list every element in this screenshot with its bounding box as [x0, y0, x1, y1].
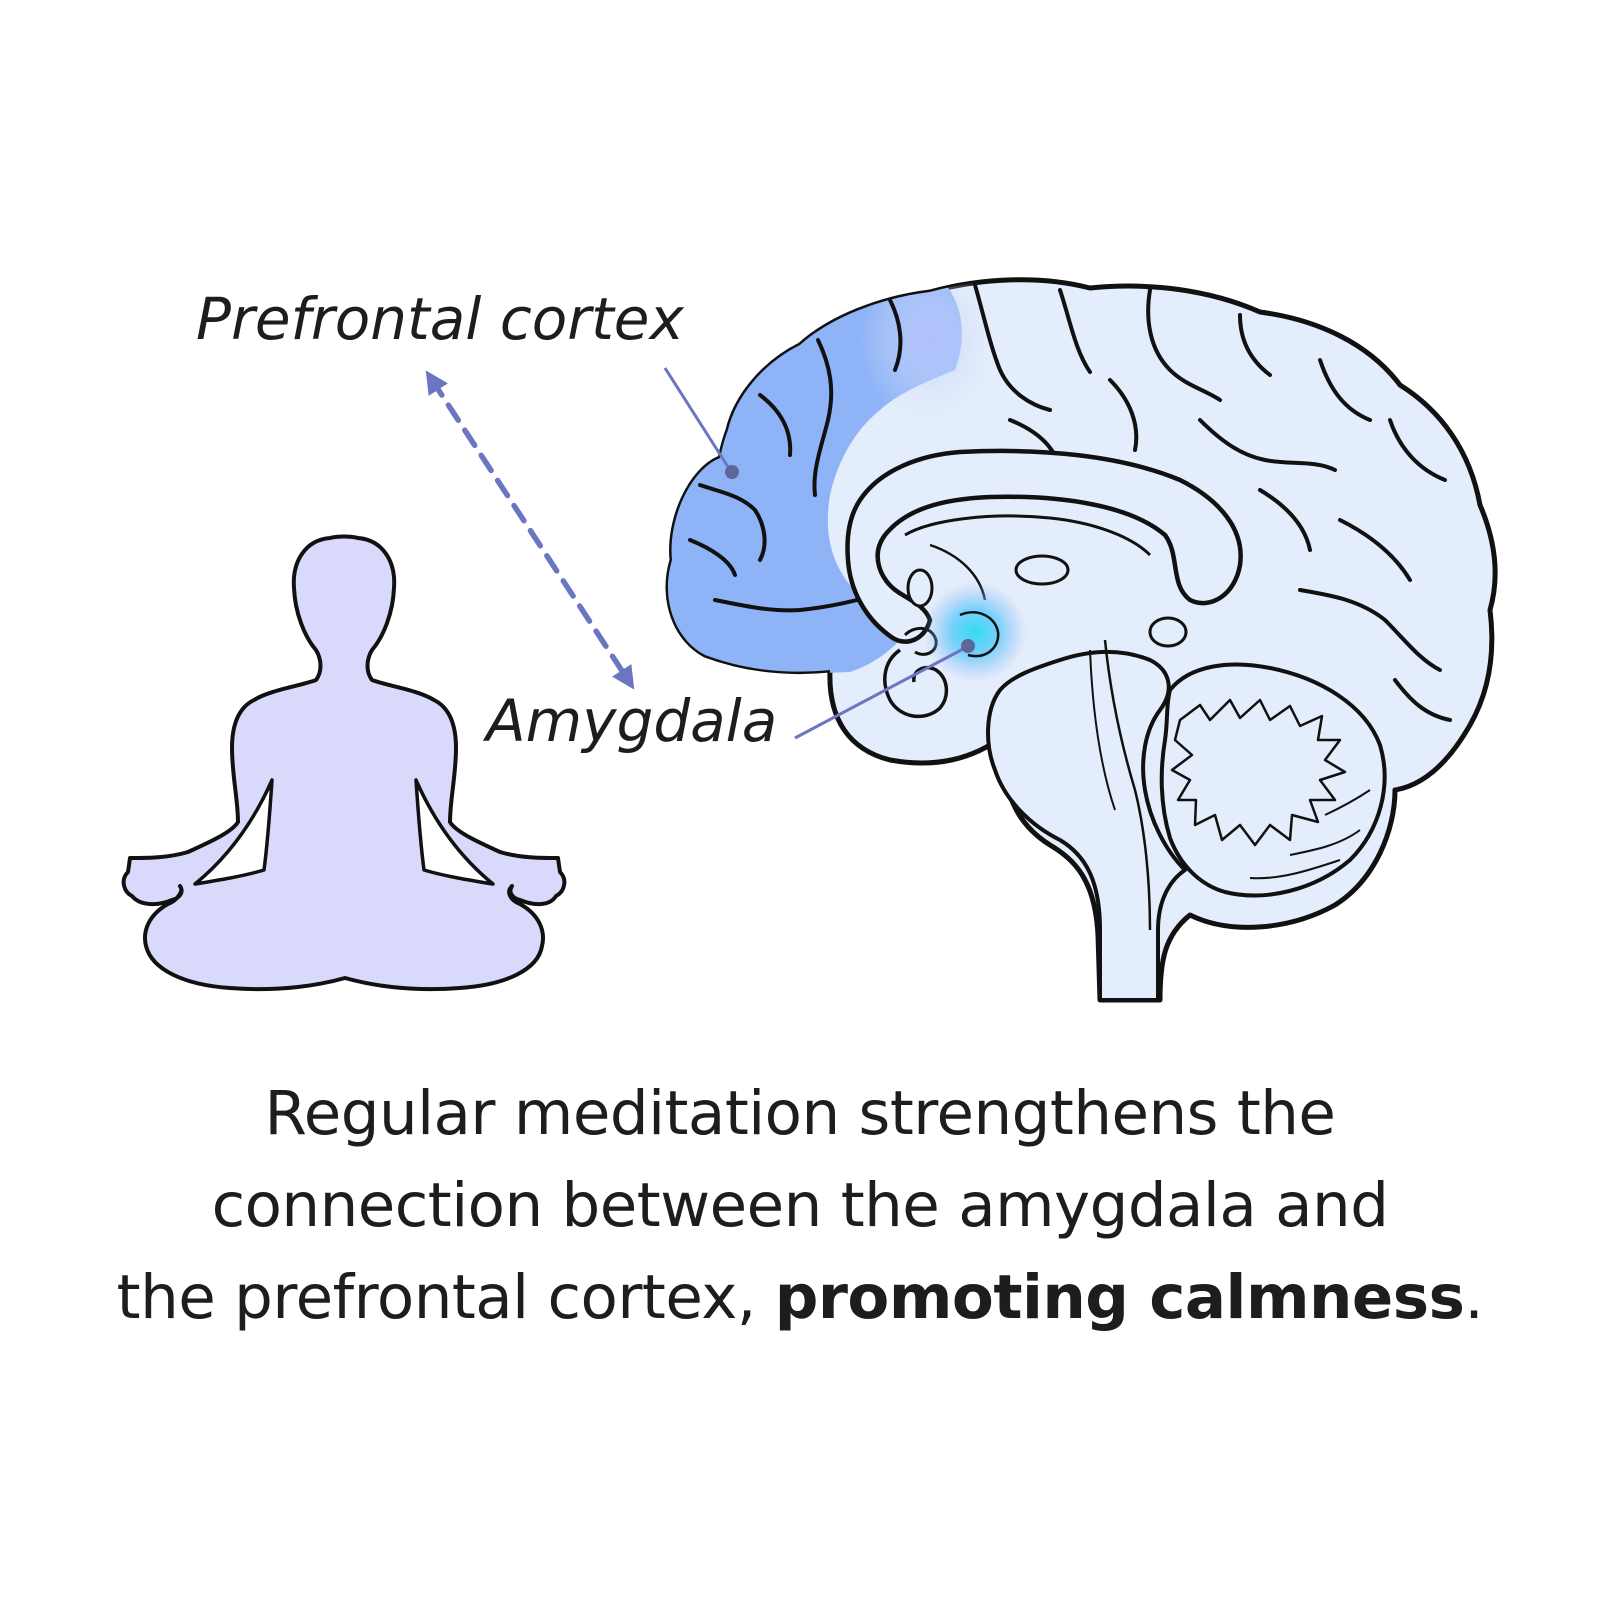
thalamus-oval	[1014, 554, 1070, 586]
amygdala-leader	[794, 639, 975, 740]
caption-line-3-suffix: .	[1464, 1262, 1484, 1333]
caption-line-3: the prefrontal cortex, promoting calmnes…	[40, 1252, 1560, 1344]
prefrontal-leader	[663, 367, 739, 479]
brain-sagittal-section-icon	[665, 277, 1498, 1003]
meditator-right-arm-gap	[414, 778, 495, 886]
caption-line-2: connection between the amygdala and	[211, 1170, 1389, 1241]
caption-line-1: Regular meditation strengthens the	[264, 1078, 1336, 1149]
double-headed-dashed-arrow-icon	[425, 370, 635, 690]
diagram-figure	[121, 277, 1498, 1003]
meditating-person-icon	[121, 534, 567, 992]
amygdala-outline	[959, 611, 1000, 658]
mammillary-body	[906, 568, 934, 608]
cerebellum-arbor	[1170, 698, 1347, 847]
meditator-left-arm-gap	[193, 778, 274, 886]
meditator-silhouette	[121, 534, 567, 992]
pons-line	[1103, 639, 1152, 931]
amygdala-glow	[923, 582, 1027, 682]
cerebellum-folia	[1249, 789, 1371, 880]
pineal-oval	[1148, 616, 1188, 648]
amygdala-label: Amygdala	[486, 687, 778, 755]
caption-emphasis: promoting calmness	[774, 1262, 1465, 1333]
corpus-callosum	[845, 448, 1243, 644]
caption: Regular meditation strengthens the conne…	[40, 1068, 1560, 1344]
prefrontal-cortex-label: Prefrontal cortex	[196, 285, 684, 353]
fornix	[904, 514, 1152, 557]
pons-line-2	[1089, 649, 1116, 811]
brainstem	[986, 649, 1187, 1002]
caption-line-3-prefix: the prefrontal cortex,	[116, 1262, 775, 1333]
